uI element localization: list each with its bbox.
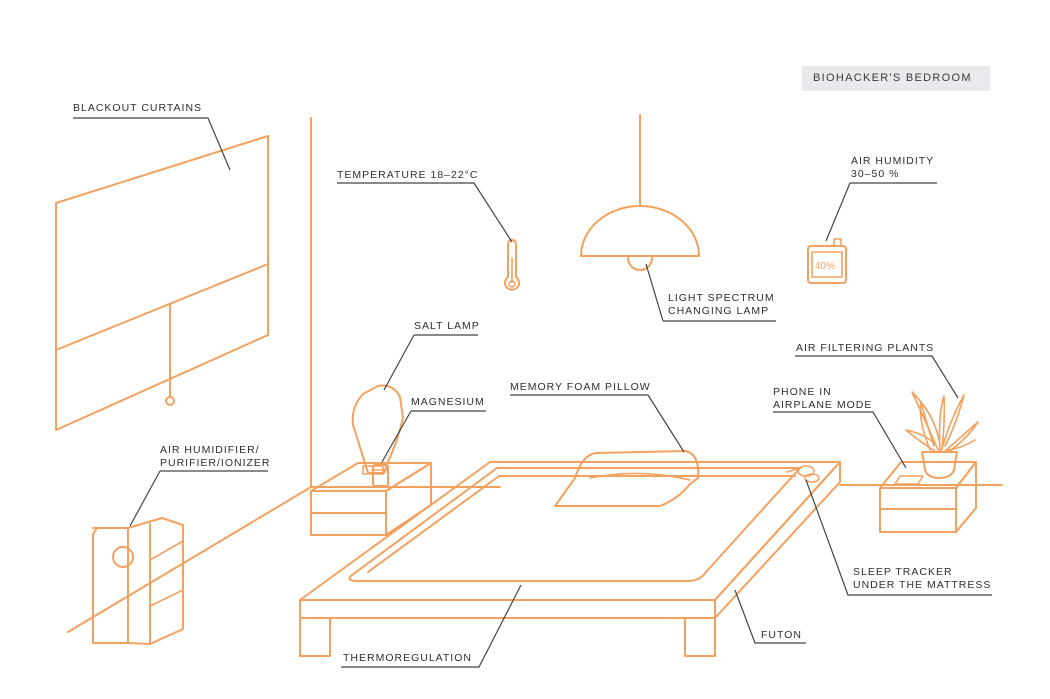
blackout-curtains-window	[55, 135, 269, 431]
memory-foam-pillow	[554, 450, 700, 507]
air-humidifier	[92, 517, 184, 645]
pendant-lamp	[580, 114, 700, 271]
label-light-lamp-line2: CHANGING LAMP	[668, 305, 770, 317]
phone-icon	[894, 475, 924, 485]
label-memory-foam-pillow: MEMORY FOAM PILLOW	[510, 381, 651, 393]
salt-lamp	[351, 384, 404, 475]
page-title: BIOHACKER'S BEDROOM	[813, 72, 972, 84]
label-salt-lamp: SALT LAMP	[414, 320, 480, 332]
right-nightstand	[879, 461, 977, 533]
label-air-filtering-plants: AIR FILTERING PLANTS	[796, 342, 935, 354]
humidity-readout: 40%	[815, 261, 835, 272]
leader-lines	[73, 117, 992, 668]
label-sleep-tracker-line2: UNDER THE MATTRESS	[853, 579, 992, 591]
label-thermoregulation: THERMOREGULATION	[343, 652, 472, 664]
sleep-tracker	[786, 465, 820, 483]
label-humidifier-line2: PURIFIER/IONIZER	[160, 457, 271, 469]
hygrometer-icon: 40%	[807, 238, 847, 284]
label-air-humidity-line2: 30–50 %	[851, 168, 900, 180]
label-futon: FUTON	[761, 629, 802, 641]
label-blackout-curtains: BLACKOUT CURTAINS	[73, 102, 203, 114]
label-air-humidity-line1: AIR HUMIDITY	[851, 155, 935, 167]
label-phone-line2: AIRPLANE MODE	[773, 399, 873, 411]
label-magnesium: MAGNESIUM	[411, 396, 485, 408]
label-humidifier-line1: AIR HUMIDIFIER/	[160, 444, 260, 456]
title-background	[802, 66, 990, 91]
air-filtering-plant	[905, 391, 979, 479]
label-sleep-tracker-line1: SLEEP TRACKER	[853, 566, 953, 578]
thermometer-icon	[504, 239, 520, 291]
label-temperature: TEMPERATURE 18–22°C	[337, 169, 479, 181]
label-light-lamp-line1: LIGHT SPECTRUM	[668, 292, 775, 304]
label-phone-line1: PHONE IN	[773, 386, 832, 398]
room-walls	[67, 117, 1003, 633]
bed-futon	[299, 461, 841, 657]
magnesium-jar	[372, 464, 389, 487]
